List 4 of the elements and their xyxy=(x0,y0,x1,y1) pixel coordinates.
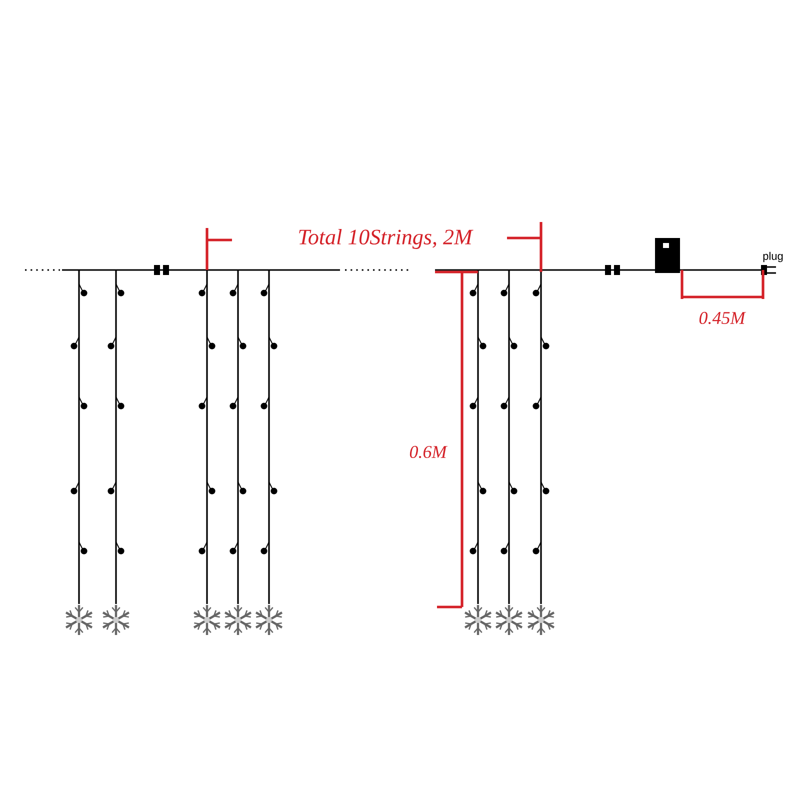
dimension-label: Total 10Strings, 2M xyxy=(299,229,474,249)
dimension-label: 0.6M xyxy=(410,446,448,458)
plug-label: plug xyxy=(763,252,783,262)
dimension-label: 0.45M xyxy=(699,312,746,324)
